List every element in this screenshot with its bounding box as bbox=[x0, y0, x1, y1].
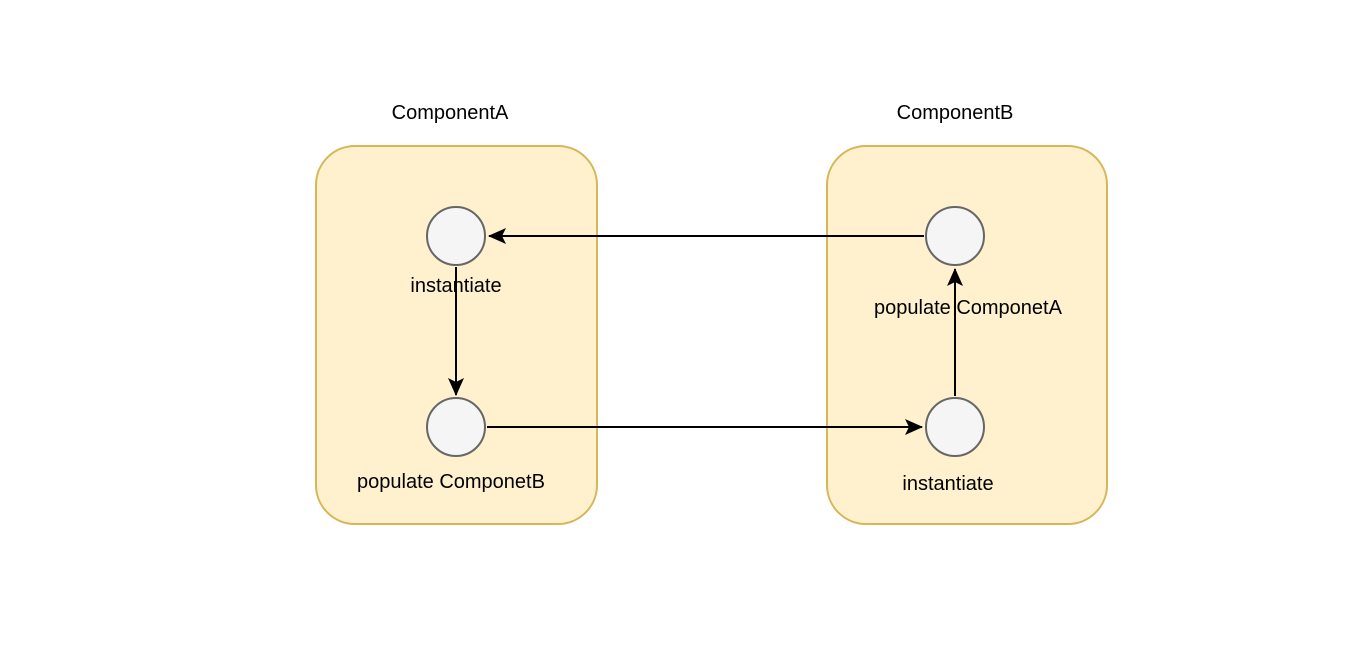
node-label-b-instantiate: instantiate bbox=[902, 473, 994, 495]
node-componentB-populate-componetA bbox=[925, 206, 985, 266]
container-componentA bbox=[315, 145, 598, 525]
container-title-componentB: ComponentB bbox=[896, 102, 1014, 124]
node-componentB-instantiate bbox=[925, 397, 985, 457]
container-title-componentA: ComponentA bbox=[391, 102, 509, 124]
node-componentA-populate-componetB bbox=[426, 397, 486, 457]
node-componentA-instantiate bbox=[426, 206, 486, 266]
node-label-a-instantiate: instantiate bbox=[410, 275, 502, 297]
container-componentB bbox=[826, 145, 1108, 525]
node-label-b-populate-componetA: populate ComponetA bbox=[874, 297, 1062, 319]
node-label-a-populate-componetB: populate ComponetB bbox=[357, 471, 545, 493]
